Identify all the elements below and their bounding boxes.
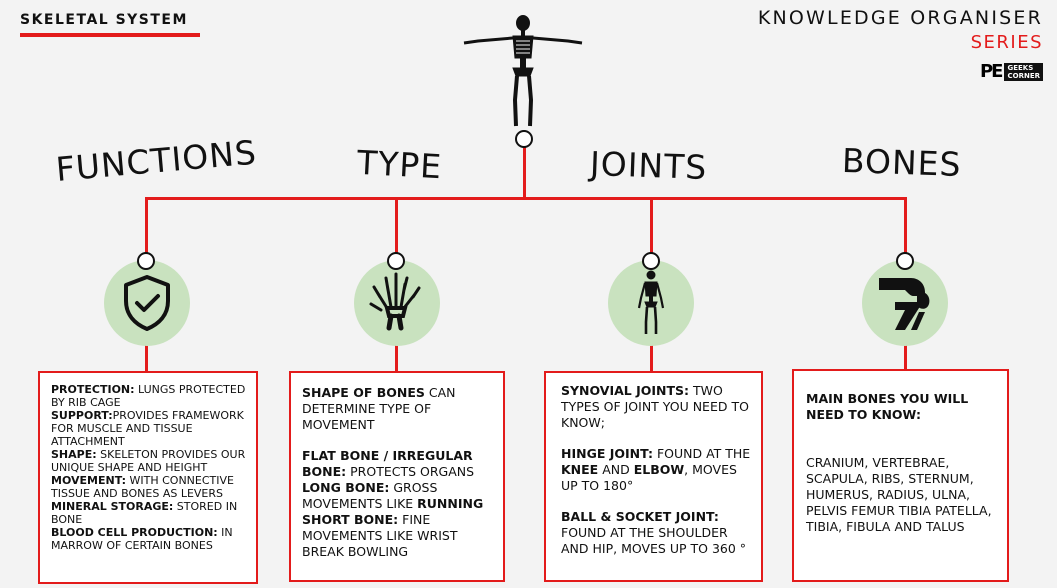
functions-node [137,252,155,270]
functions-support: SUPPORT:PROVIDES FRAMEWORK FOR MUSCLE AN… [51,409,246,448]
joints-node [642,252,660,270]
joints-box: SYNOVIAL JOINTS: TWO TYPES OF JOINT YOU … [544,371,763,582]
type-short-label: SHORT BONE: [302,512,399,527]
functions-mineral: MINERAL STORAGE: STORED IN BONE [51,500,246,526]
horizontal-wire [146,197,907,200]
skeleton-icon [463,15,583,127]
joints-ball-socket-label: BALL & SOCKET JOINT: [561,509,719,524]
functions-blood-label: BLOOD CELL PRODUCTION: [51,526,218,539]
joints-hinge-range: , MOVES UP TO 180° [561,462,737,493]
joints-icon-circle [608,260,694,346]
type-flat-label: FLAT BONE / IRREGULAR BONE: [302,448,473,479]
type-long: LONG BONE: GROSS MOVEMENTS LIKE RUNNING [302,480,493,512]
bones-intro: MAIN BONES YOU WILL NEED TO KNOW: [806,391,997,423]
functions-movement-text: WITH CONNECTIVE TISSUE AND BONES AS LEVE… [51,474,234,500]
functions-support-label: SUPPORT: [51,409,113,422]
bones-list: CRANIUM, VERTEBRAE, SCAPULA, RIBS, STERN… [806,455,992,534]
functions-blood-text: IN MARROW OF CERTAIN BONES [51,526,233,552]
functions-mineral-label: MINERAL STORAGE: [51,500,174,513]
brand-text-line-1: GEEKS [1007,64,1034,72]
joints-synovial-text: TWO TYPES OF JOINT YOU NEED TO KNOW; [561,383,749,430]
functions-mineral-text: STORED IN BONE [51,500,238,526]
functions-blood: BLOOD CELL PRODUCTION: IN MARROW OF CERT… [51,526,246,552]
joints-hinge-text: FOUND AT THE [652,446,751,461]
series-label: SERIES [970,32,1043,53]
hand-bones-icon [369,272,421,331]
type-long-emphasis: RUNNING [417,496,484,511]
type-icon-circle [354,260,440,346]
joints-hinge: HINGE JOINT: FOUND AT THE KNEE AND ELBOW… [561,446,751,494]
joints-synovial-label: SYNOVIAL JOINTS: [561,383,690,398]
knee-joint-icon [879,278,930,330]
functions-protection-text: LUNGS PROTECTED BY RIB CAGE [51,383,246,409]
type-short: SHORT BONE: FINE MOVEMENTS LIKE WRIST BR… [302,512,493,560]
joints-synovial: SYNOVIAL JOINTS: TWO TYPES OF JOINT YOU … [561,383,751,431]
functions-shape: SHAPE: SKELETON PROVIDES OUR UNIQUE SHAP… [51,448,246,474]
type-shape-text: CAN DETERMINE TYPE OF MOVEMENT [302,385,456,432]
type-shape-label: SHAPE OF BONES [302,385,425,400]
brand-mark: PE [979,61,1003,82]
joints-hinge-label: HINGE JOINT: [561,446,653,461]
functions-shape-label: SHAPE: [51,448,97,461]
functions-movement-label: MOVEMENT: [51,474,126,487]
type-long-text: GROSS MOVEMENTS LIKE [302,480,438,511]
joints-hinge-knee: KNEE [561,462,599,477]
type-node [387,252,405,270]
type-box: SHAPE OF BONES CAN DETERMINE TYPE OF MOV… [289,371,505,582]
brand-logo: PE GEEKS CORNER [980,62,1043,82]
heading-joints: JOINTS [589,143,708,188]
joints-hinge-and: AND [598,462,634,477]
functions-movement: MOVEMENT: WITH CONNECTIVE TISSUE AND BON… [51,474,246,500]
type-long-label: LONG BONE: [302,480,390,495]
shield-check-icon [124,275,170,331]
functions-protection-label: PROTECTION: [51,383,135,396]
trunk-wire [523,145,526,199]
joints-hinge-elbow: ELBOW [633,462,685,477]
heading-functions: FUNCTIONS [54,132,259,189]
type-shape: SHAPE OF BONES CAN DETERMINE TYPE OF MOV… [302,385,493,433]
functions-icon-circle [104,260,190,346]
bones-node [896,252,914,270]
joints-ball-socket: BALL & SOCKET JOINT: FOUND AT THE SHOULD… [561,509,751,557]
functions-shape-text: SKELETON PROVIDES OUR UNIQUE SHAPE AND H… [51,448,246,474]
type-short-text: FINE MOVEMENTS LIKE WRIST BREAK BOWLING [302,512,458,559]
top-node [515,130,533,148]
type-flat-text: PROTECTS ORGANS [346,464,475,479]
heading-bones: BONES [841,140,963,185]
functions-protection: PROTECTION: LUNGS PROTECTED BY RIB CAGE [51,383,246,409]
skeleton-icon [637,270,665,334]
bones-box: MAIN BONES YOU WILL NEED TO KNOW: CRANIU… [792,369,1009,582]
functions-box: PROTECTION: LUNGS PROTECTED BY RIB CAGE … [38,371,258,584]
heading-type: TYPE [356,142,444,187]
page-subject-title: SKELETAL SYSTEM [20,12,188,28]
bones-icon-circle [862,260,948,346]
functions-support-text: PROVIDES FRAMEWORK FOR MUSCLE AND TISSUE… [51,409,244,448]
brand-text-line-2: CORNER [1007,72,1040,80]
organiser-title: KNOWLEDGE ORGANISER [757,7,1043,29]
brand-text: GEEKS CORNER [1004,63,1043,81]
bones-intro-text: MAIN BONES YOU WILL NEED TO KNOW: [806,391,969,422]
joints-ball-socket-text: FOUND AT THE SHOULDER AND HIP, MOVES UP … [561,525,747,556]
type-flat: FLAT BONE / IRREGULAR BONE: PROTECTS ORG… [302,448,493,480]
subject-title-underline [20,33,200,37]
